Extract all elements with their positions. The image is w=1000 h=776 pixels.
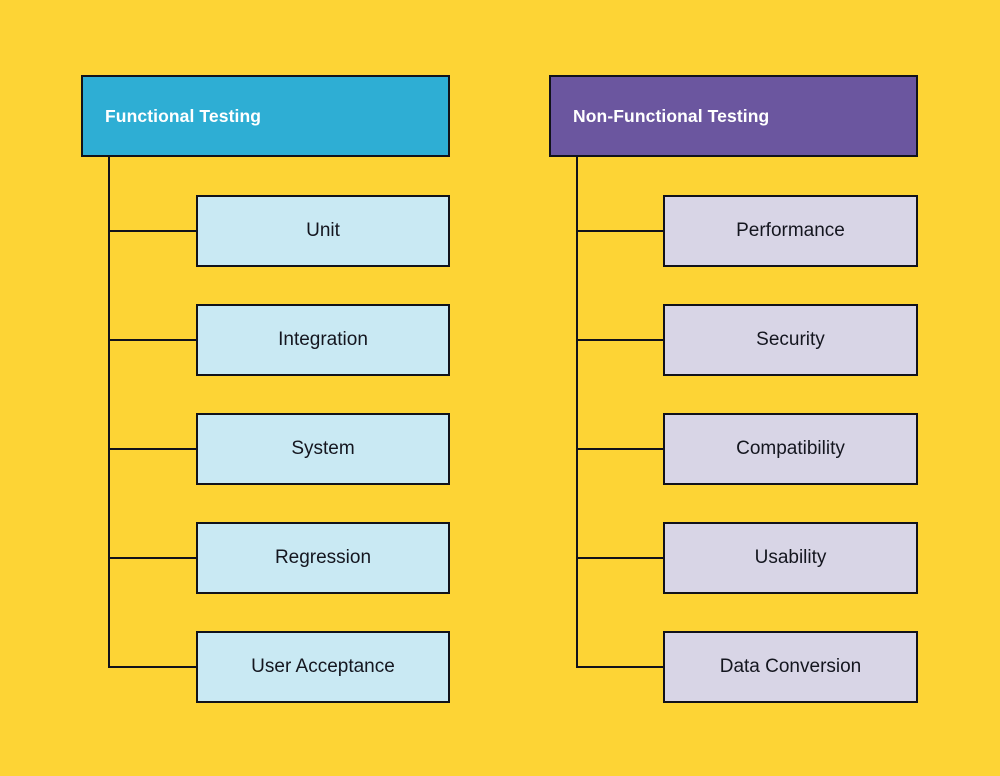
branch-line-non-functional-1 bbox=[576, 339, 663, 341]
child-label-non-functional-3: Usability bbox=[754, 547, 827, 568]
child-box-non-functional-4[interactable]: Data Conversion bbox=[663, 631, 918, 703]
child-box-functional-4[interactable]: User Acceptance bbox=[196, 631, 450, 703]
child-box-non-functional-1[interactable]: Security bbox=[663, 304, 918, 376]
child-label-functional-4: User Acceptance bbox=[251, 656, 395, 677]
child-label-functional-2: System bbox=[291, 438, 355, 459]
child-label-non-functional-2: Compatibility bbox=[736, 438, 845, 459]
child-label-non-functional-4: Data Conversion bbox=[719, 656, 862, 677]
branch-line-functional-0 bbox=[108, 230, 196, 232]
child-label-non-functional-0: Performance bbox=[736, 220, 845, 241]
child-label-functional-3: Regression bbox=[274, 547, 372, 568]
branch-line-functional-1 bbox=[108, 339, 196, 341]
child-box-non-functional-0[interactable]: Performance bbox=[663, 195, 918, 267]
branch-line-non-functional-0 bbox=[576, 230, 663, 232]
branch-line-non-functional-4 bbox=[576, 666, 663, 668]
trunk-line-functional bbox=[108, 157, 110, 667]
branch-line-non-functional-3 bbox=[576, 557, 663, 559]
child-label-functional-0: Unit bbox=[306, 220, 340, 241]
header-label-non-functional: Non-Functional Testing bbox=[573, 105, 770, 126]
child-label-non-functional-1: Security bbox=[756, 329, 825, 350]
trunk-line-non-functional bbox=[576, 157, 578, 667]
header-box-functional[interactable]: Functional Testing bbox=[81, 75, 450, 157]
branch-line-functional-3 bbox=[108, 557, 196, 559]
child-box-functional-3[interactable]: Regression bbox=[196, 522, 450, 594]
child-box-non-functional-2[interactable]: Compatibility bbox=[663, 413, 918, 485]
child-box-non-functional-3[interactable]: Usability bbox=[663, 522, 918, 594]
child-box-functional-2[interactable]: System bbox=[196, 413, 450, 485]
child-box-functional-1[interactable]: Integration bbox=[196, 304, 450, 376]
branch-line-functional-4 bbox=[108, 666, 196, 668]
child-box-functional-0[interactable]: Unit bbox=[196, 195, 450, 267]
child-label-functional-1: Integration bbox=[278, 329, 368, 350]
branch-line-non-functional-2 bbox=[576, 448, 663, 450]
branch-line-functional-2 bbox=[108, 448, 196, 450]
header-box-non-functional[interactable]: Non-Functional Testing bbox=[549, 75, 918, 157]
header-label-functional: Functional Testing bbox=[105, 105, 262, 126]
